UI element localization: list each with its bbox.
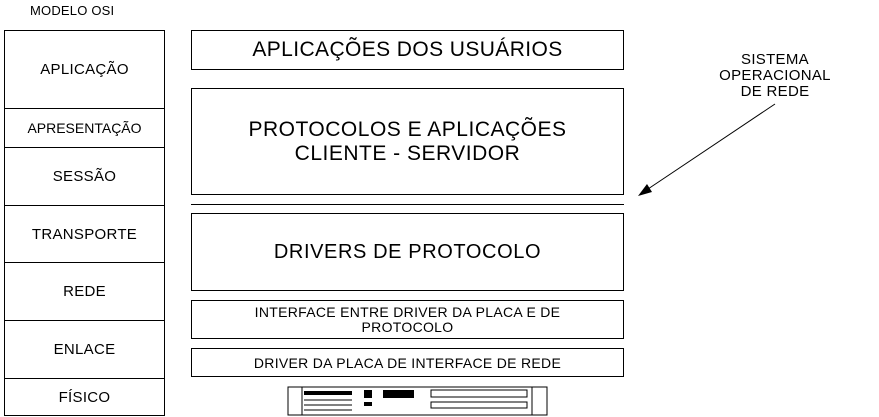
nic-driver-box: DRIVER DA PLACA DE INTERFACE DE REDE xyxy=(191,348,624,377)
nic-driver-label: DRIVER DA PLACA DE INTERFACE DE REDE xyxy=(253,354,562,371)
protocol-drivers-label: DRIVERS DE PROTOCOLO xyxy=(273,240,542,263)
interface-label-line1: INTERFACE ENTRE DRIVER DA PLACA E DE xyxy=(254,303,561,320)
osi-layer-sessao: SESSÃO xyxy=(5,147,164,205)
annotation-line2: OPERACIONAL xyxy=(719,67,831,84)
driver-interface-box: INTERFACE ENTRE DRIVER DA PLACA E DE PRO… xyxy=(191,300,624,339)
diagram-title: MODELO OSI xyxy=(30,3,115,18)
network-os-divider xyxy=(191,204,624,205)
protocols-label-line1: PROTOCOLOS E APLICAÇÕES xyxy=(248,117,567,141)
annotation-line1: SISTEMA xyxy=(741,51,809,68)
osi-layer-fisico: FÍSICO xyxy=(5,378,164,415)
user-applications-label: APLICAÇÕES DOS USUÁRIOS xyxy=(252,38,563,61)
osi-layer-transporte: TRANSPORTE xyxy=(5,205,164,262)
annotation-line3: DE REDE xyxy=(740,83,810,100)
osi-model-column: APLICAÇÃO APRESENTAÇÃO SESSÃO TRANSPORTE… xyxy=(4,30,165,416)
protocol-drivers-box: DRIVERS DE PROTOCOLO xyxy=(191,213,624,291)
user-applications-box: APLICAÇÕES DOS USUÁRIOS xyxy=(191,30,624,70)
osi-layer-aplicacao: APLICAÇÃO xyxy=(40,61,129,78)
osi-layer-apresentacao: APRESENTAÇÃO xyxy=(5,108,164,147)
protocols-label-line2: CLIENTE - SERVIDOR xyxy=(294,141,521,165)
osi-layer-enlace: ENLACE xyxy=(5,320,164,378)
osi-layer-rede: REDE xyxy=(5,262,164,320)
annotation-arrowhead xyxy=(638,184,652,196)
annotation-arrow-line xyxy=(647,103,776,190)
client-server-protocols-box: PROTOCOLOS E APLICAÇÕES CLIENTE - SERVID… xyxy=(191,88,624,195)
interface-label-line2: PROTOCOLO xyxy=(361,318,454,335)
network-os-annotation: SISTEMA OPERACIONAL DE REDE xyxy=(700,52,850,100)
